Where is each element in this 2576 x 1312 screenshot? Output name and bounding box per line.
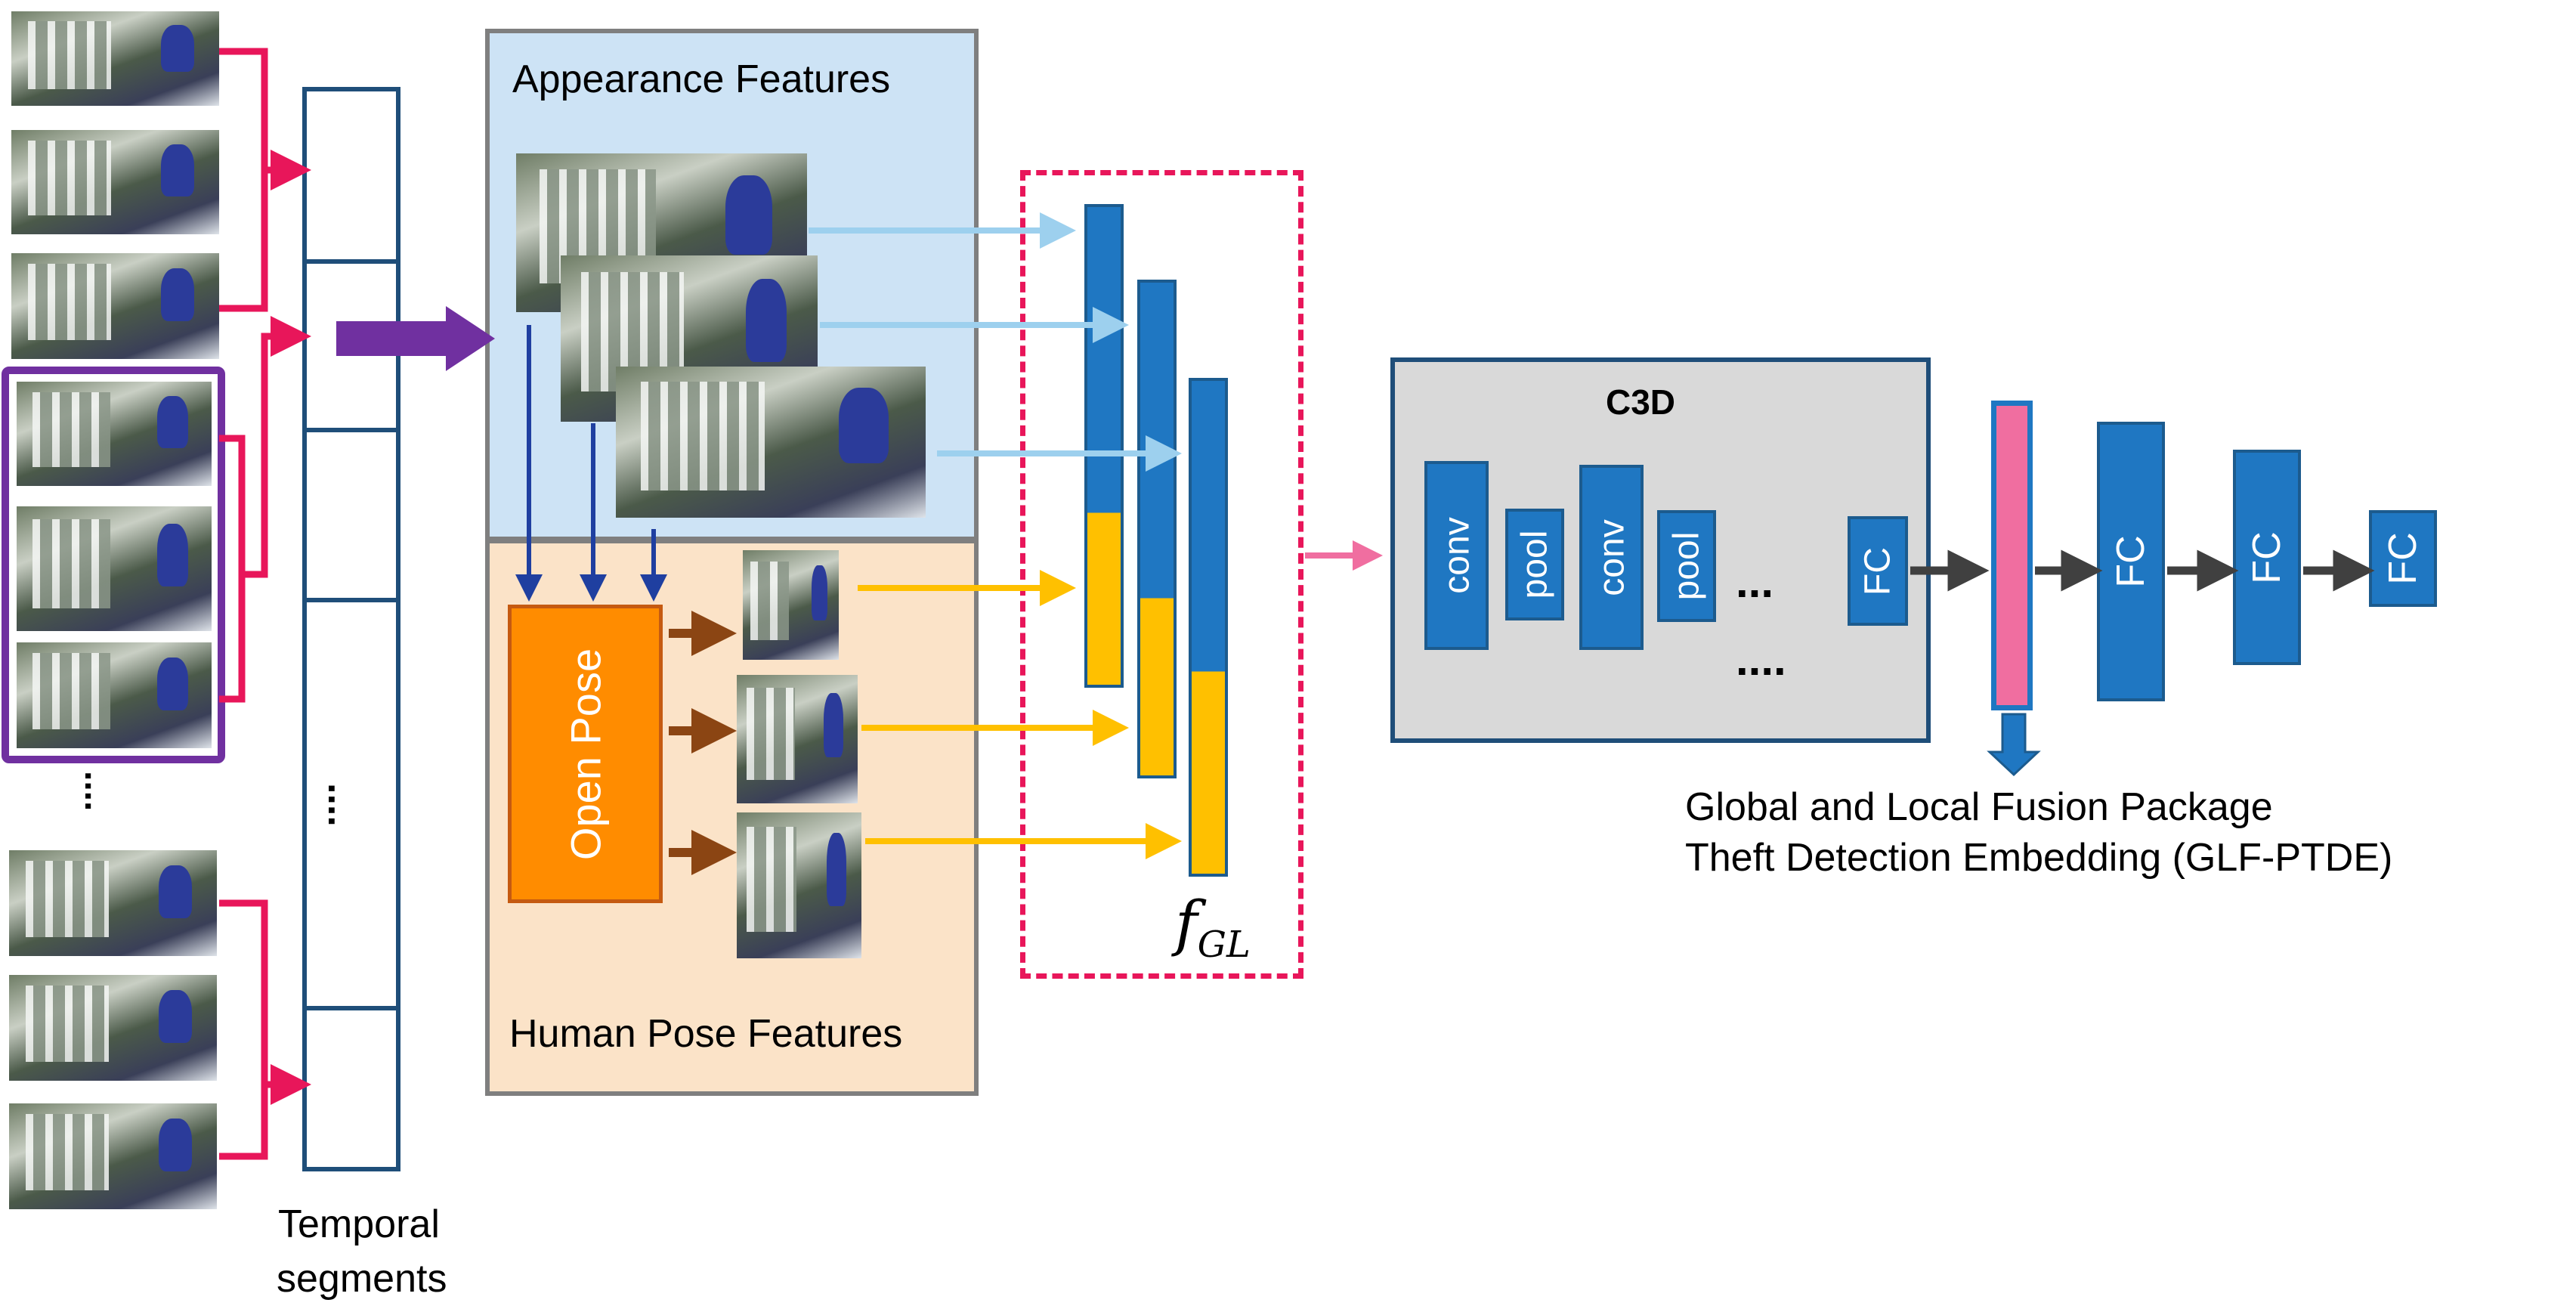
head-fc-block-2: FC xyxy=(2233,450,2301,665)
head-fc-block-1: FC xyxy=(2097,422,2165,701)
openpose-block: Open Pose xyxy=(508,605,663,903)
human-pose-features-label: Human Pose Features xyxy=(509,1012,903,1056)
head-fc-block-3: FC xyxy=(2369,510,2437,607)
embedding-bar xyxy=(1991,401,2033,710)
fgl-symbol: f xyxy=(1175,888,1198,958)
c3d-fc-label: FC xyxy=(1857,546,1898,596)
feature-bar-3 xyxy=(1189,378,1228,877)
head-fc-label-2: FC xyxy=(2245,531,2289,584)
c3d-conv-label-1: conv xyxy=(1436,517,1477,594)
video-frame-8 xyxy=(9,975,217,1081)
feature-bar-1 xyxy=(1084,204,1124,688)
c3d-title: C3D xyxy=(1606,382,1676,422)
segment-divider xyxy=(307,1006,396,1010)
head-fc-label-1: FC xyxy=(2109,535,2153,588)
feature-bar-2 xyxy=(1137,280,1177,778)
pose-frame-1 xyxy=(743,550,839,660)
embedding-label-line2: Theft Detection Embedding (GLF-PTDE) xyxy=(1685,836,2393,880)
appearance-features-label: Appearance Features xyxy=(512,57,891,101)
c3d-conv-block-1: conv xyxy=(1424,461,1489,650)
segments-ellipsis: .... xyxy=(320,783,363,827)
c3d-conv-label-2: conv xyxy=(1591,518,1631,596)
c3d-pool-label-1: pool xyxy=(1514,530,1555,599)
appearance-frame-3 xyxy=(616,367,926,518)
head-fc-label-3: FC xyxy=(2381,532,2425,585)
video-frame-4 xyxy=(17,382,212,486)
segment-divider xyxy=(307,428,396,432)
c3d-pool-label-2: pool xyxy=(1666,531,1707,601)
panel-divider xyxy=(490,537,974,540)
temporal-segments-label-line2: segments xyxy=(277,1257,447,1301)
c3d-ellipsis-lower: .... xyxy=(1736,634,1786,685)
bracket-group-2 xyxy=(219,316,311,578)
fgl-label: fGL xyxy=(1175,888,1251,966)
bracket-group-1 xyxy=(219,48,291,312)
temporal-segments-column: .... xyxy=(302,87,400,1171)
c3d-pool-block-1: pool xyxy=(1505,509,1564,620)
temporal-segments-label-line1: Temporal xyxy=(278,1202,440,1246)
video-frame-5 xyxy=(17,506,212,631)
video-frame-1 xyxy=(11,11,219,106)
video-frame-6 xyxy=(17,642,212,748)
video-frame-3 xyxy=(11,253,219,359)
segment-divider xyxy=(307,598,396,602)
video-frame-9 xyxy=(9,1103,217,1209)
pose-frame-2 xyxy=(737,675,858,803)
frame-grouping-brackets xyxy=(219,48,311,1160)
fgl-subscript: GL xyxy=(1197,924,1251,966)
c3d-ellipsis-upper: ... xyxy=(1736,556,1774,607)
bracket-group-3 xyxy=(219,899,291,1160)
fusion-feature-box xyxy=(1020,170,1303,979)
pose-frame-3 xyxy=(737,812,861,958)
segment-divider xyxy=(307,259,396,264)
embedding-down-arrow xyxy=(1987,713,2041,777)
left-ellipsis: .... xyxy=(77,771,117,812)
video-frame-2 xyxy=(11,130,219,234)
c3d-fc-block: FC xyxy=(1848,516,1908,626)
c3d-conv-block-2: conv xyxy=(1579,465,1644,650)
embedding-label-line1: Global and Local Fusion Package xyxy=(1685,785,2273,829)
c3d-pool-block-2: pool xyxy=(1657,510,1716,622)
video-frame-7 xyxy=(9,850,217,956)
openpose-label: Open Pose xyxy=(561,648,609,860)
